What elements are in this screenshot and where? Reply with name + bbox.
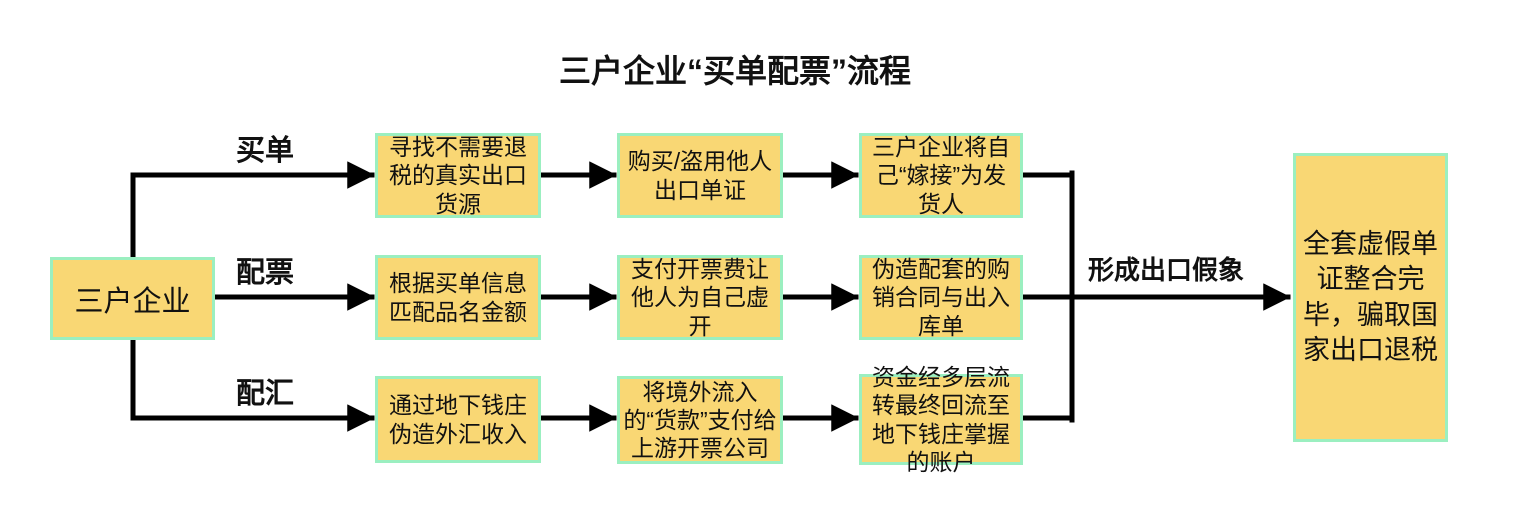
step-box-row3-col3: 资金经多层流转最终回流至地下钱庄掌握的账户 [859, 364, 1023, 475]
result-box: 全套虚假单证整合完毕，骗取国家出口退税 [1293, 153, 1448, 442]
merge-label: 形成出口假象 [1088, 255, 1245, 285]
row-label-buy-order: 买单 [235, 135, 294, 167]
step-box-row3-col2: 将境外流入的“货款”支付给上游开票公司 [617, 376, 783, 464]
step-box-row1-col1: 寻找不需要退税的真实出口货源 [375, 133, 541, 218]
step-box-row1-col2: 购买/盗用他人出口单证 [617, 133, 783, 218]
step-box-row2-col1: 根据买单信息匹配品名金额 [375, 255, 541, 340]
source-box: 三户企业 [50, 257, 215, 340]
step-box-row3-col1: 通过地下钱庄伪造外汇收入 [375, 376, 541, 463]
connector-source-to-row1 [130, 161, 375, 260]
step-box-row2-col2: 支付开票费让他人为自己虚开 [617, 255, 783, 340]
diagram-title: 三户企业“买单配票”流程 [558, 53, 912, 89]
row-label-match-forex: 配汇 [235, 378, 294, 410]
connector-source-to-row3 [130, 337, 375, 432]
step-box-row1-col3: 三户企业将自己“嫁接”为发货人 [859, 133, 1023, 218]
row-label-match-invoice: 配票 [235, 257, 294, 289]
step-box-row2-col3: 伪造配套的购销合同与出入库单 [859, 255, 1023, 340]
